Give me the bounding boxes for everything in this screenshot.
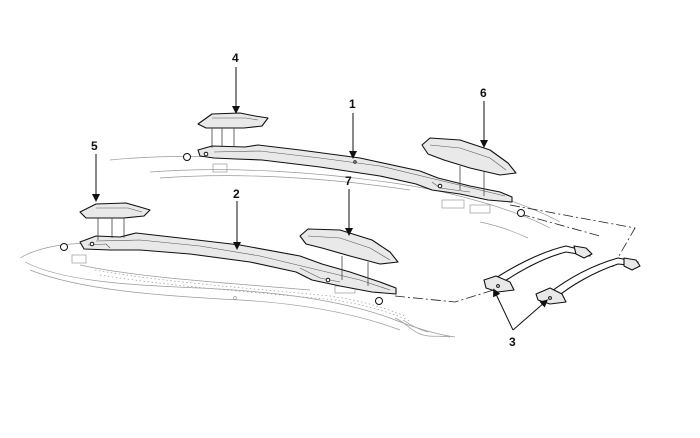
callout-7: 7 bbox=[345, 174, 352, 188]
callout-3: 3 bbox=[509, 335, 516, 349]
nut-front-right bbox=[375, 297, 383, 305]
callout-5: 5 bbox=[91, 139, 98, 153]
vehicle-roof-outline bbox=[19, 156, 561, 338]
part-7-center-end-cover bbox=[299, 228, 399, 286]
callout-2: 2 bbox=[233, 187, 240, 201]
callout-6: 6 bbox=[480, 86, 487, 100]
nut-front-left bbox=[60, 243, 68, 251]
reference-dashed-lines bbox=[394, 204, 636, 303]
part-1-rear-roof-rail bbox=[197, 144, 513, 203]
part-5-front-end-cover bbox=[79, 202, 151, 240]
nut-rear-right bbox=[517, 209, 525, 217]
callout-4: 4 bbox=[232, 51, 239, 65]
callout-leaders bbox=[92, 67, 549, 331]
nut-rear-left bbox=[183, 153, 191, 161]
part-6-rear-end-cover bbox=[421, 137, 517, 196]
fastener-nuts bbox=[60, 153, 525, 305]
callout-1: 1 bbox=[349, 97, 356, 111]
part-2-front-roof-rail bbox=[79, 232, 397, 295]
part-3-cross-bars bbox=[483, 245, 641, 305]
callout-labels: 1 2 3 4 5 6 7 bbox=[91, 51, 516, 349]
part-4-end-cover bbox=[197, 112, 269, 148]
